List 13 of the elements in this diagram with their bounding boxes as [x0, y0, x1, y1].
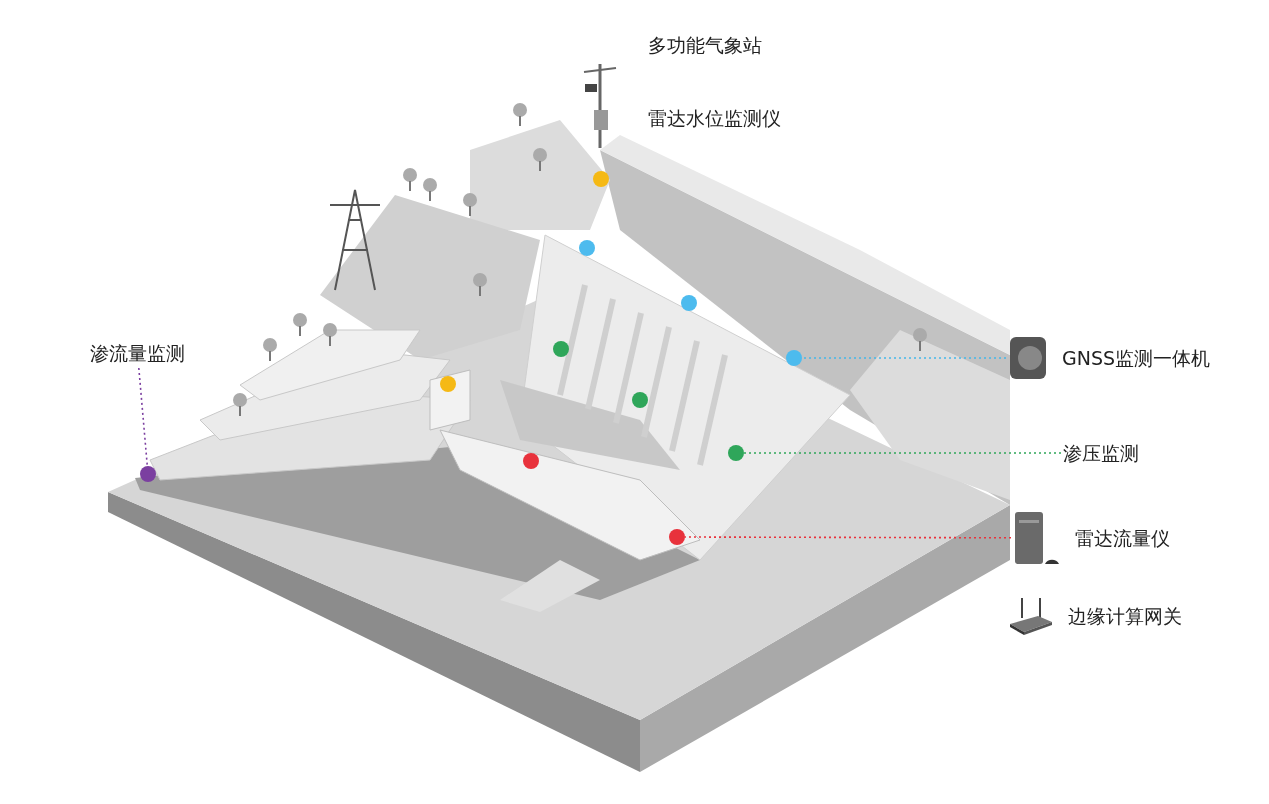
monitoring-point-marker: [681, 295, 697, 311]
callout-label: 渗流量监测: [90, 340, 185, 366]
monitoring-point-marker: [579, 240, 595, 256]
monitoring-point-marker: [140, 466, 156, 482]
device-label: 边缘计算网关: [1068, 604, 1182, 629]
device-label: 雷达流量仪: [1075, 526, 1170, 551]
callout-label: 渗压监测: [1063, 440, 1139, 466]
callout-label: 多功能气象站: [648, 32, 762, 58]
callout-label: 雷达水位监测仪: [648, 105, 781, 131]
leader-line: [684, 536, 1012, 539]
device-label: GNSS监测一体机: [1062, 346, 1211, 371]
leader-line: [801, 357, 1007, 359]
leader-line: [743, 452, 1062, 454]
